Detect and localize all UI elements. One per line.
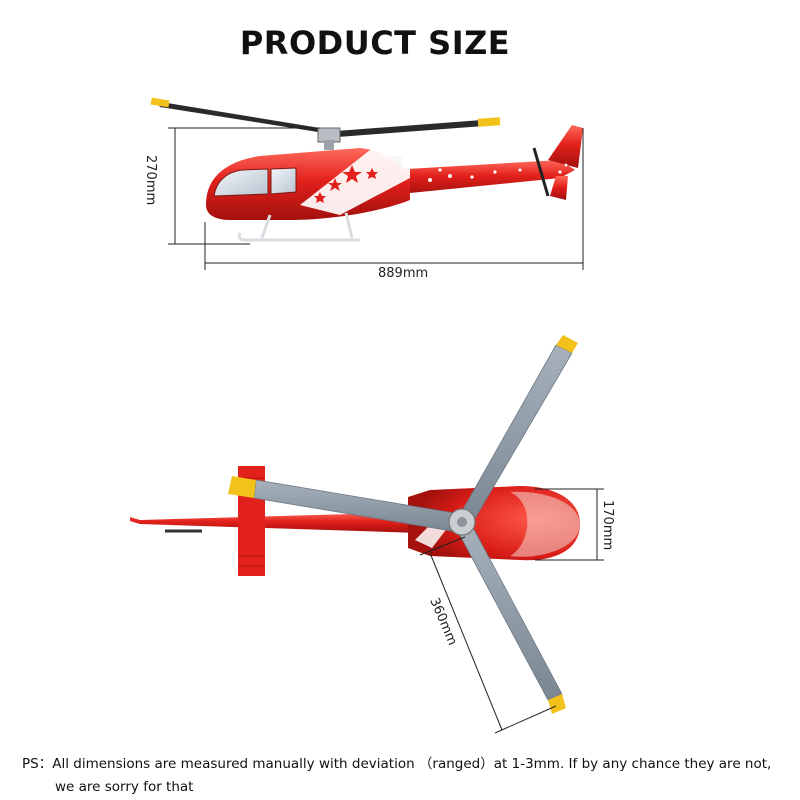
length-dimension: [204, 128, 584, 270]
note-line1: All dimensions are measured manually wit…: [52, 756, 772, 772]
disclaimer-note: PS：All dimensions are measured manually …: [22, 753, 792, 799]
note-prefix: PS：: [22, 756, 53, 772]
top-view-helicopter: [130, 335, 580, 714]
note-line2: we are sorry for that: [55, 779, 194, 795]
side-view-helicopter: [150, 97, 583, 242]
length-label: 889mm: [378, 266, 428, 281]
blade-tip-left: [228, 476, 256, 498]
width-label: 170mm: [600, 500, 615, 550]
blade-tip-lower: [548, 694, 566, 714]
cockpit-window: [213, 168, 269, 197]
star-stripe: [300, 150, 410, 215]
blade-tip-upper: [556, 335, 578, 353]
blade-tip-rear: [150, 97, 170, 108]
tail-boom: [390, 160, 575, 195]
tail-fin: [548, 125, 583, 168]
canopy-top: [510, 491, 580, 557]
blade-tip-front: [477, 117, 501, 127]
rotor-dimension: [419, 536, 557, 734]
rotor-blade-label: 360mm: [426, 596, 459, 648]
main-rotor-blade-front: [336, 120, 484, 137]
width-dimension: [535, 488, 604, 561]
height-label: 270mm: [143, 155, 158, 205]
main-rotor-blade-rear: [155, 101, 320, 132]
height-dimension: [168, 127, 320, 245]
page-title: PRODUCT SIZE: [239, 24, 511, 62]
tail-boom-top: [130, 512, 420, 533]
